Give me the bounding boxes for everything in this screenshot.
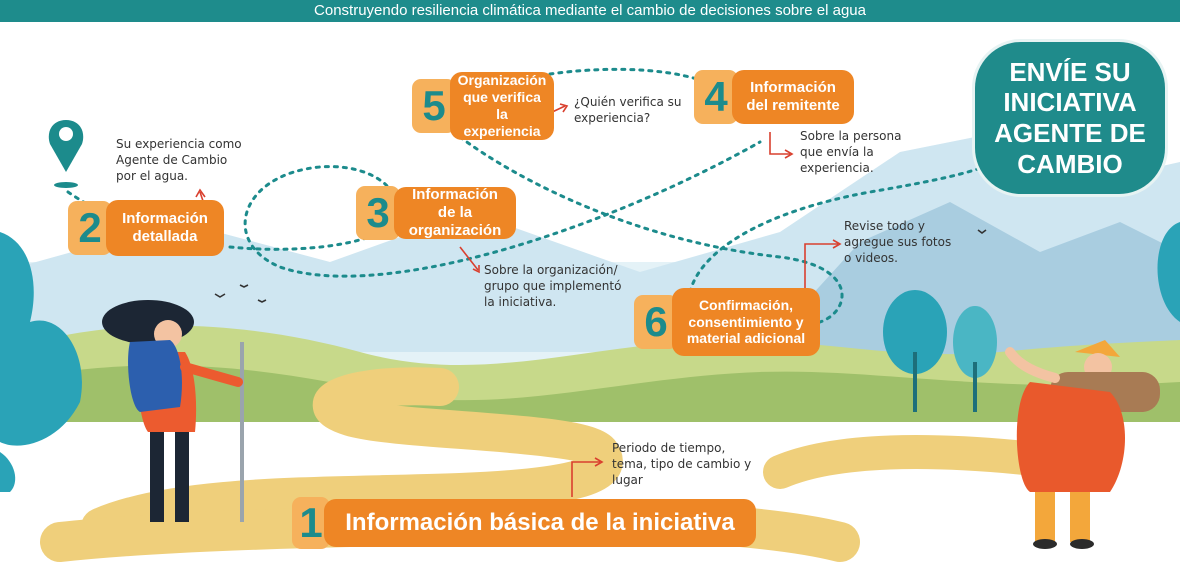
step-1-note: Periodo de tiempo, tema, tipo de cambio … xyxy=(612,441,752,488)
step-2: 2 Información detallada xyxy=(68,200,224,256)
step-label: Información básica de la iniciativa xyxy=(324,499,756,547)
submit-initiative-button[interactable]: ENVÍE SU INICIATIVA AGENTE DE CAMBIO xyxy=(975,42,1165,194)
header-banner: Construyendo resiliencia climática media… xyxy=(0,0,1180,22)
step-number: 1 xyxy=(292,497,330,549)
step-5-note: ¿Quién verifica su experiencia? xyxy=(574,95,682,126)
step-4: 4 Información del remitente xyxy=(694,70,854,124)
step-number: 3 xyxy=(356,186,400,240)
step-label: Información de la organización xyxy=(394,186,516,239)
step-3-note: Sobre la organización/ grupo que impleme… xyxy=(484,263,622,310)
infographic-scene: 1 Información básica de la iniciativa Pe… xyxy=(0,22,1180,571)
location-pin-icon xyxy=(48,120,84,188)
step-6-note: Revise todo y agregue sus fotos o videos… xyxy=(844,219,952,266)
step-label: Información detallada xyxy=(106,200,224,256)
step-6: 6 Confirmación, consentimiento y materia… xyxy=(634,288,820,356)
step-number: 6 xyxy=(634,295,678,349)
step-4-note: Sobre la persona que envía la experienci… xyxy=(800,129,902,176)
hiker-man-illustration xyxy=(1005,340,1160,549)
tree-icon xyxy=(883,222,1180,412)
step-number: 4 xyxy=(694,70,738,124)
step-label: Información del remitente xyxy=(732,70,854,124)
step-number: 2 xyxy=(68,201,112,255)
step-3: 3 Información de la organización xyxy=(356,186,516,240)
step-1: 1 Información básica de la iniciativa xyxy=(292,497,756,549)
step-label: Organización que verifica la experiencia xyxy=(450,72,554,140)
step-label: Confirmación, consentimiento y material … xyxy=(672,288,820,356)
hiker-woman-illustration xyxy=(102,300,244,522)
step-5: 5 Organización que verifica la experienc… xyxy=(412,72,554,140)
step-number: 5 xyxy=(412,79,456,133)
bird-icon xyxy=(214,229,987,303)
step-2-note: Su experiencia como Agente de Cambio por… xyxy=(116,137,242,184)
